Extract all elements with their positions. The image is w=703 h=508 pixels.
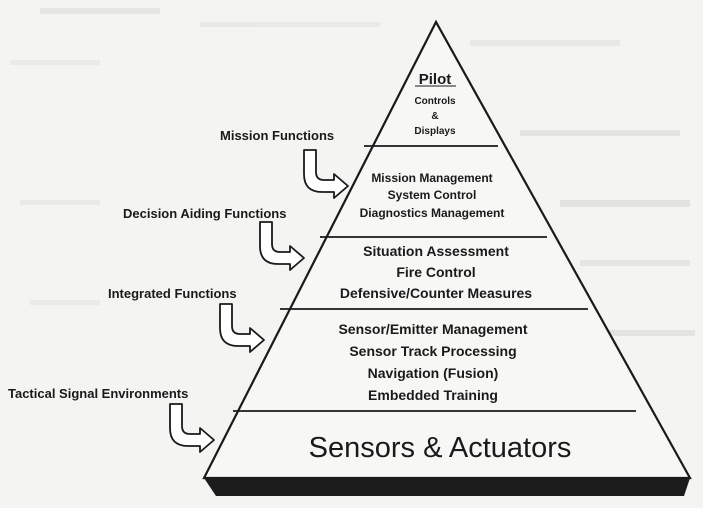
texture-bar [580, 260, 690, 266]
tier-integrated: Sensor/Emitter Management Sensor Track P… [338, 321, 527, 403]
tier-line: Defensive/Counter Measures [340, 285, 532, 301]
side-label-mission-functions: Mission Functions [220, 128, 334, 143]
tier-line: Embedded Training [368, 387, 498, 403]
decision-aiding-arrow-icon [259, 221, 305, 271]
side-label-integrated-functions: Integrated Functions [108, 286, 237, 301]
tier-mission: Mission Management System Control Diagno… [360, 171, 505, 220]
integrated-functions-arrow-icon [219, 303, 265, 353]
tier-line: Sensor/Emitter Management [338, 321, 527, 337]
apex-line: Displays [414, 126, 456, 137]
texture-bar [200, 22, 380, 27]
tier-decision-aiding: Situation Assessment Fire Control Defens… [340, 243, 532, 301]
mission-functions-arrow-icon [303, 149, 349, 199]
texture-bar [520, 130, 680, 136]
tier-line: System Control [388, 188, 477, 202]
texture-bar [10, 60, 100, 65]
apex-title: Pilot [419, 71, 452, 88]
background-texture [10, 8, 695, 336]
texture-bar [40, 8, 160, 14]
side-label-decision-aiding-functions: Decision Aiding Functions [123, 206, 286, 221]
side-label-tactical-signal-environments: Tactical Signal Environments [8, 386, 188, 401]
tier-line: Fire Control [396, 264, 475, 280]
pyramid-fill [204, 22, 690, 478]
base-label: Sensors & Actuators [309, 432, 572, 464]
apex-line: & [431, 111, 438, 122]
tier-apex: Pilot Controls & Displays [414, 71, 456, 137]
tier-line: Sensor Track Processing [349, 343, 516, 359]
tier-line: Situation Assessment [363, 243, 509, 259]
tier-line: Navigation (Fusion) [368, 365, 499, 381]
tier-line: Diagnostics Management [360, 206, 505, 220]
tactical-signal-arrow-icon [169, 403, 215, 453]
texture-bar [20, 200, 100, 205]
texture-bar [560, 200, 690, 207]
texture-bar [600, 330, 695, 336]
tier-line: Mission Management [371, 171, 492, 185]
pyramid-outline [202, 19, 692, 480]
apex-line: Controls [414, 96, 456, 107]
base-shadow [204, 478, 690, 496]
texture-bar [470, 40, 620, 46]
texture-bar [30, 300, 100, 305]
